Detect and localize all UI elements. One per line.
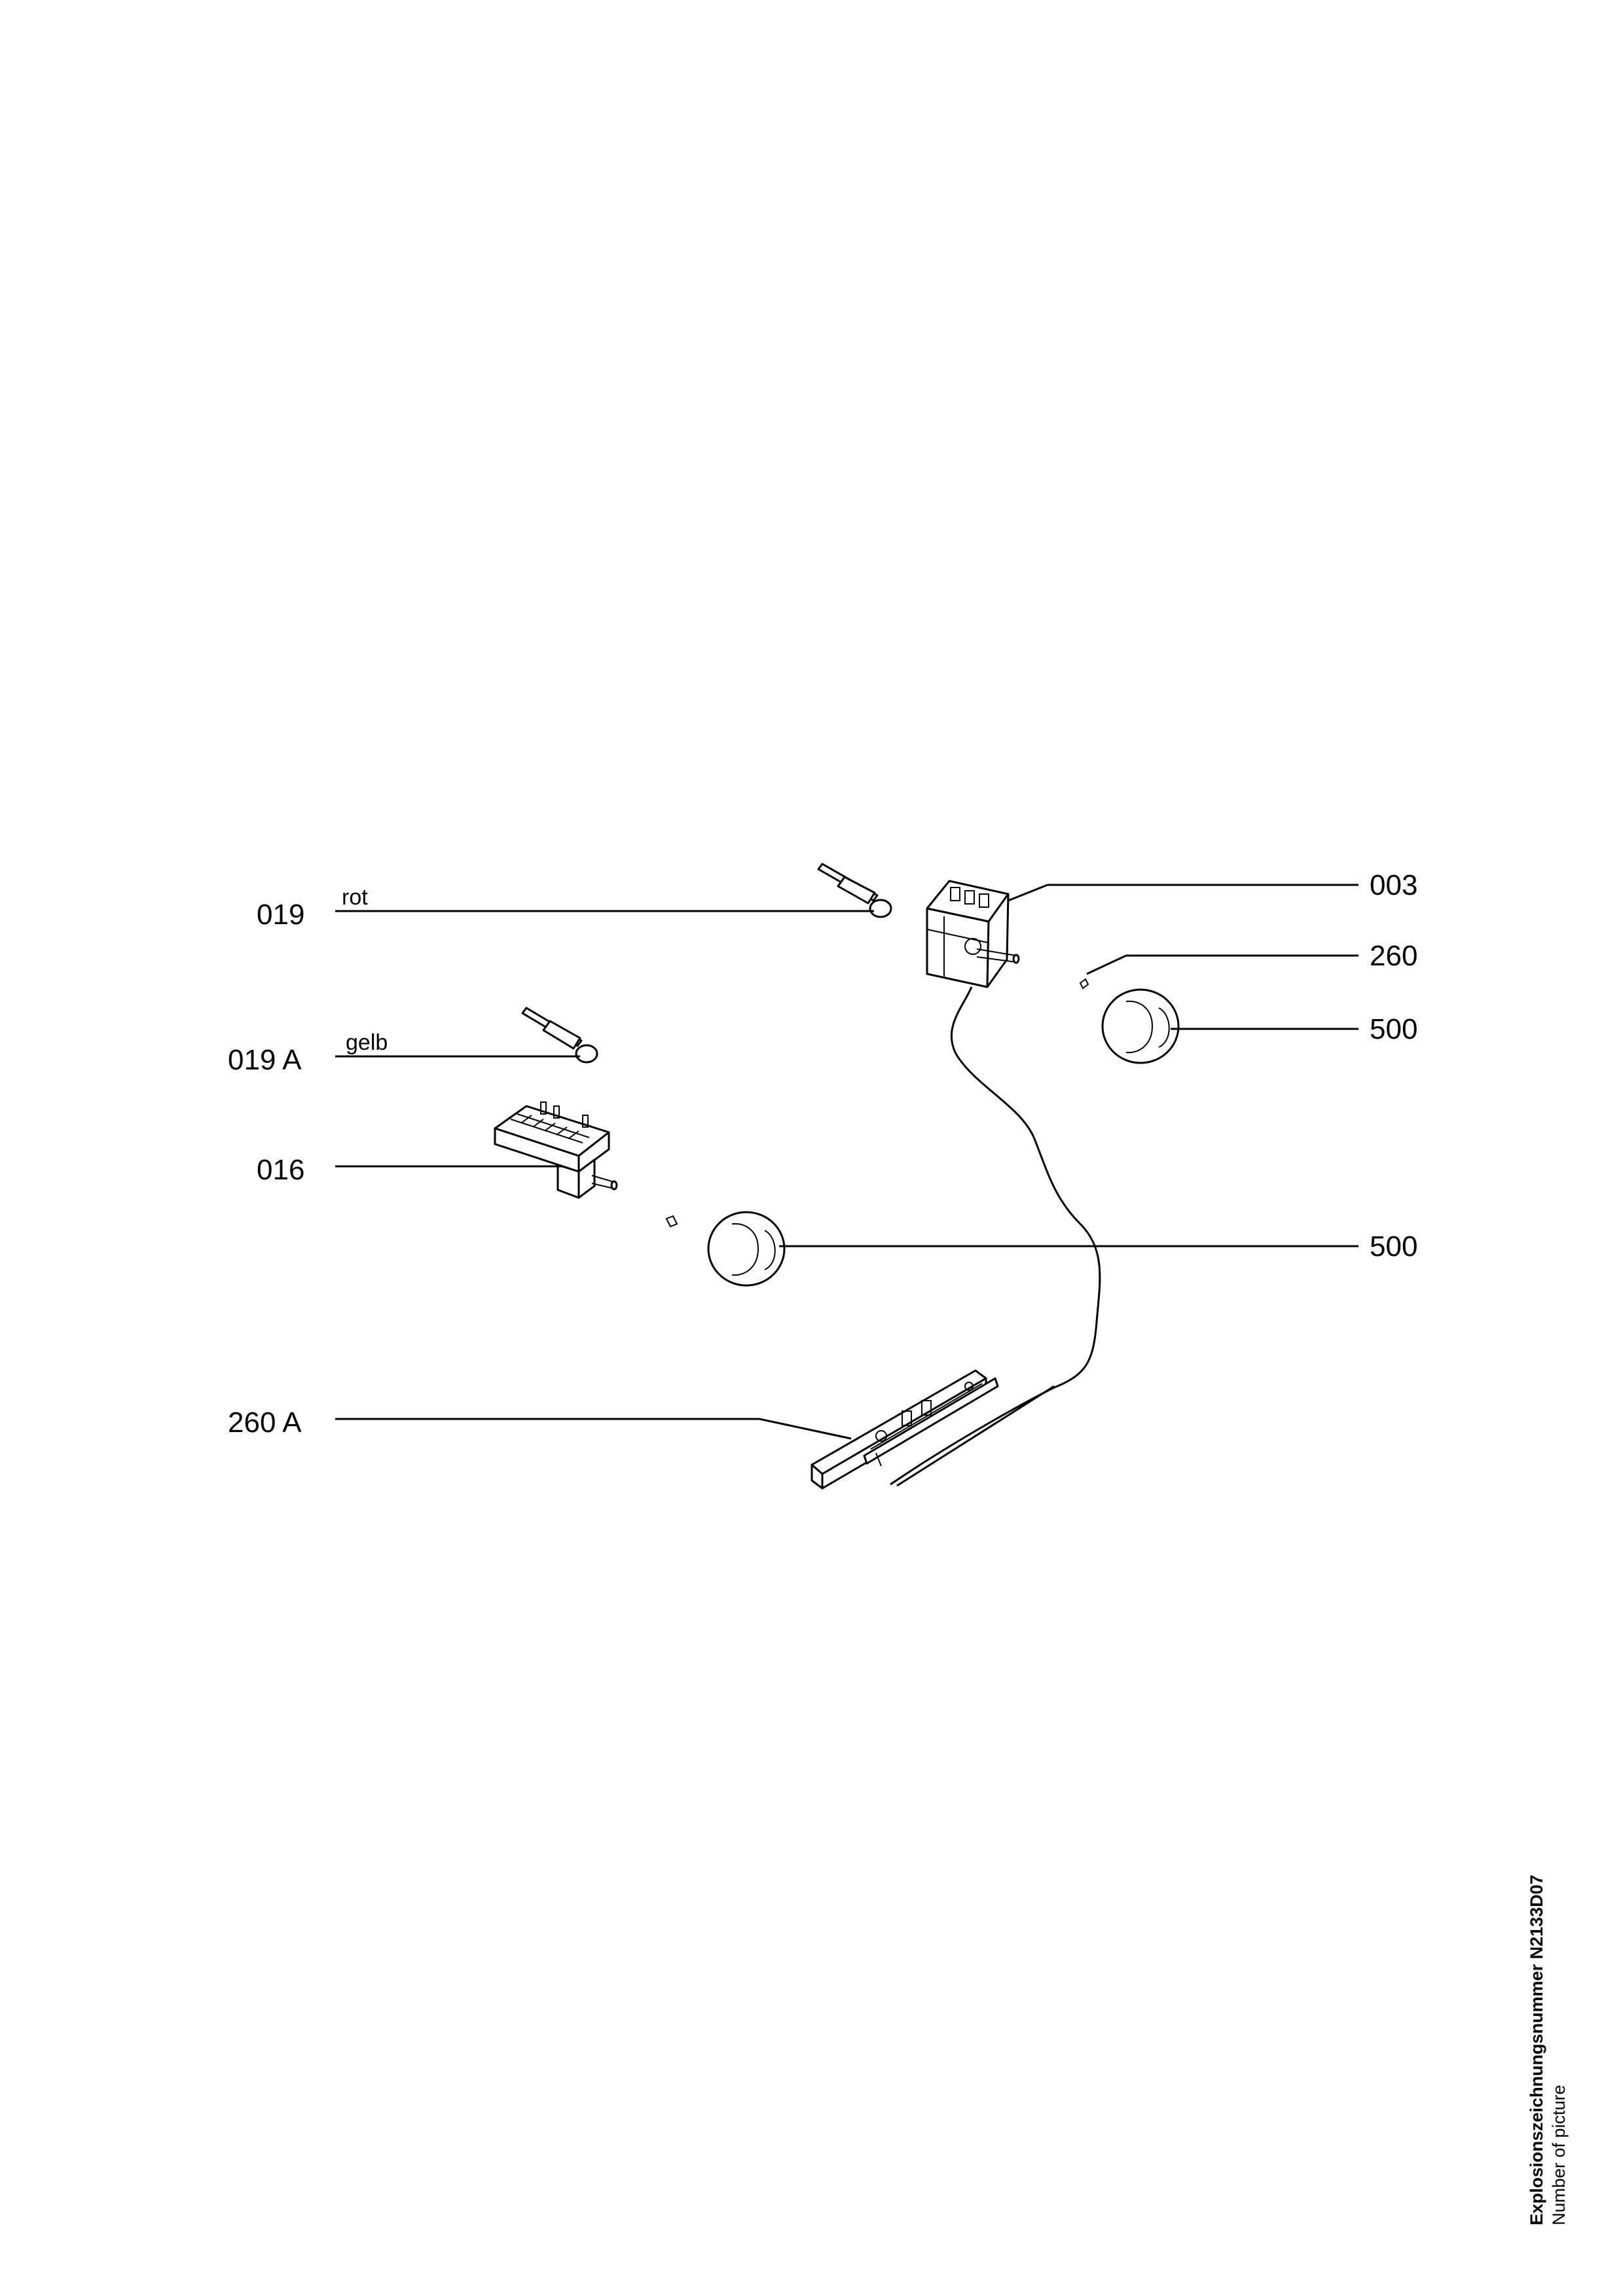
callout-003: 003: [1370, 869, 1417, 901]
indicator-lamp-icon: [521, 1007, 598, 1064]
picture-caption: Number of picture: [1549, 2085, 1569, 2225]
leader-003: [1008, 884, 1048, 902]
callout-019a: 019 A: [228, 1044, 302, 1076]
callout-016: 016: [257, 1154, 304, 1186]
clip-icon: [1079, 978, 1089, 990]
control-knob-icon: [707, 1211, 786, 1287]
callout-260: 260: [1370, 940, 1417, 972]
note-019a: gelb: [346, 1030, 388, 1055]
callout-500-lower: 500: [1370, 1230, 1417, 1263]
thermostat-icon: [926, 880, 1020, 988]
leader-260a: [335, 1418, 852, 1440]
indicator-lamp-icon: [817, 863, 892, 918]
rotary-switch-icon: [494, 1102, 618, 1199]
callout-260a: 260 A: [228, 1407, 302, 1439]
capillary-cable-tail: [896, 1385, 1055, 1487]
callout-500-right: 500: [1370, 1013, 1417, 1045]
control-knob-icon: [1101, 988, 1180, 1064]
picture-number: Explosionszeichnungsnummer N2133D07: [1527, 1874, 1546, 2225]
callout-019: 019: [257, 899, 304, 931]
clip-icon: [665, 1215, 678, 1228]
leader-260: [1086, 954, 1127, 975]
picture-number-block: Explosionszeichnungsnummer N2133D07 Numb…: [1525, 1833, 1604, 2225]
mounting-bracket-icon: [811, 1369, 999, 1490]
note-019: rot: [342, 885, 368, 910]
